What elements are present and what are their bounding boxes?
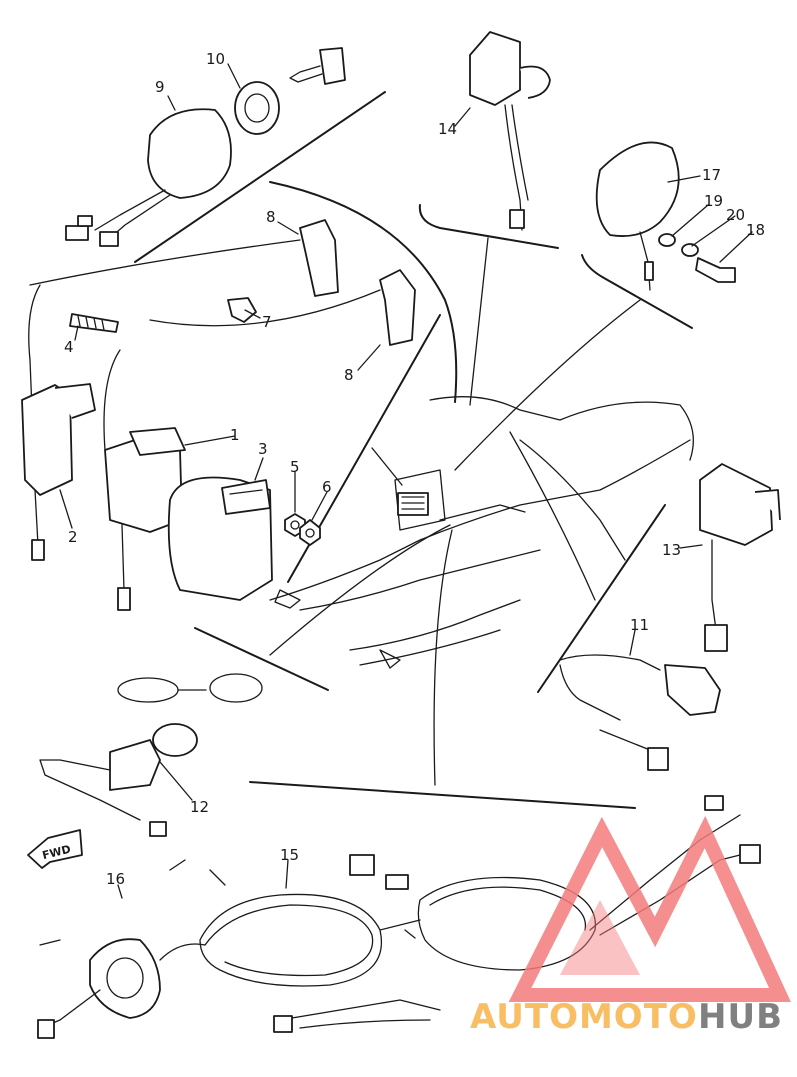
watermark-text-hub: HUB xyxy=(698,997,783,1037)
callout-14: 14 xyxy=(438,120,457,138)
part-14-relay xyxy=(469,31,551,231)
callout-17: 17 xyxy=(702,166,721,184)
part-2-ignition-coil xyxy=(21,284,96,561)
part-7-clamp xyxy=(227,297,257,323)
part-19-washer xyxy=(658,233,676,247)
callout-7: 7 xyxy=(262,313,272,331)
part-17-regulator xyxy=(595,141,680,291)
part-8-plug-cap-lower xyxy=(149,269,416,346)
group-callout-leaders xyxy=(59,63,753,899)
callout-2: 2 xyxy=(68,528,78,546)
part-3-cdi-unit xyxy=(167,476,273,601)
central-frame-assembly xyxy=(269,396,694,669)
watermark-text-automoto: AUTOMOTO xyxy=(470,997,698,1037)
part-12-oil-level-gauge xyxy=(39,673,263,837)
callout-6: 6 xyxy=(322,478,332,496)
part-1-ignition-coil xyxy=(103,349,186,611)
fwd-arrow-marker xyxy=(27,829,83,869)
callout-5: 5 xyxy=(290,458,300,476)
callout-1: 1 xyxy=(230,426,240,444)
callout-3: 3 xyxy=(258,440,268,458)
watermark-inner-shape xyxy=(560,900,640,975)
callout-8-lower: 8 xyxy=(344,366,354,384)
part-10-switch-cover-key xyxy=(234,47,346,135)
part-20-washer xyxy=(681,243,699,257)
callout-8-upper: 8 xyxy=(266,208,276,226)
group-callout-numbers: 9 10 8 7 8 4 1 3 5 6 2 14 17 19 20 18 13… xyxy=(41,50,765,888)
callout-12: 12 xyxy=(190,798,209,816)
callout-10: 10 xyxy=(206,50,225,68)
part-16-horn xyxy=(37,859,186,1039)
callout-18: 18 xyxy=(746,221,765,239)
part-8-plug-cap-upper xyxy=(29,219,339,297)
callout-4: 4 xyxy=(64,338,74,356)
part-4-bolt xyxy=(69,313,119,333)
callout-13: 13 xyxy=(662,541,681,559)
part-11-sensor xyxy=(559,654,721,771)
part-6-washer xyxy=(299,519,321,546)
part-9-main-switch xyxy=(65,108,232,247)
callout-19: 19 xyxy=(704,192,723,210)
callout-9: 9 xyxy=(155,78,165,96)
callout-16: 16 xyxy=(106,870,125,888)
part-18-bolt xyxy=(695,257,736,283)
part-13-switch-unit xyxy=(699,463,781,652)
callout-20: 20 xyxy=(726,206,745,224)
part-15-wire-harness xyxy=(159,795,761,1033)
watermark-triangle-shape xyxy=(508,815,791,1002)
callout-15: 15 xyxy=(280,846,299,864)
watermark-logo: AUTOMOTO HUB xyxy=(470,815,791,1037)
callout-11: 11 xyxy=(630,616,649,634)
